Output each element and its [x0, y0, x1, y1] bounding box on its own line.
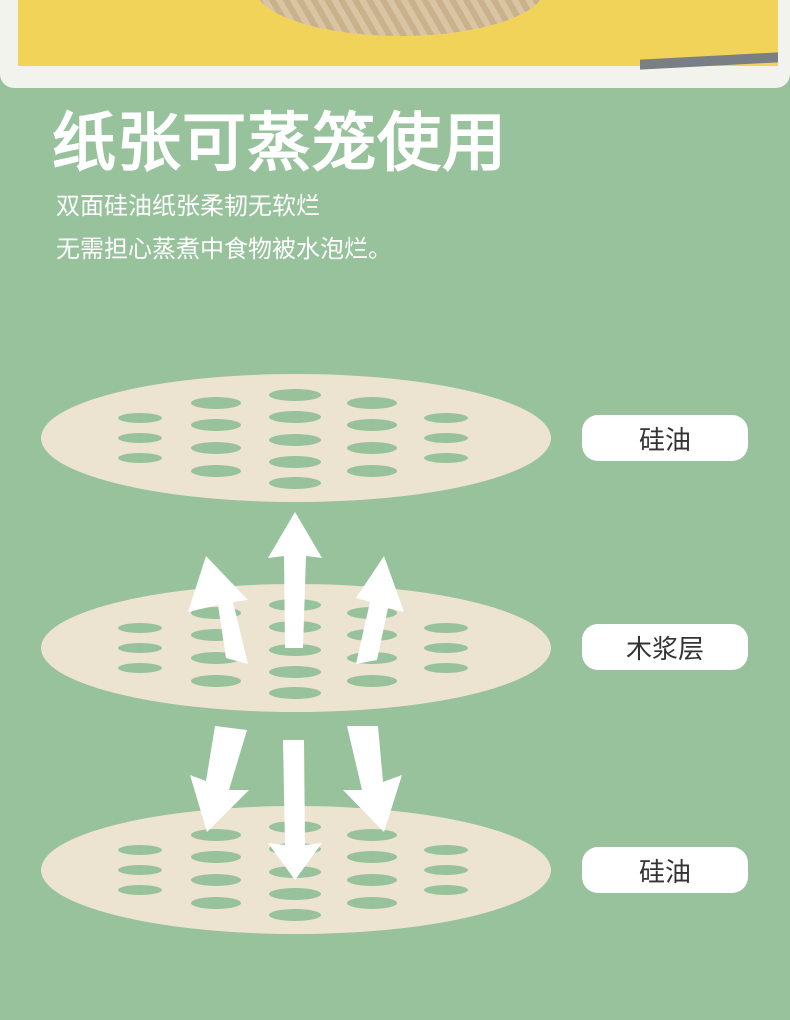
layer-label-silicone-top: 硅油	[582, 415, 748, 461]
disc-silicone-top	[41, 374, 551, 502]
layer-label-wood-pulp: 木浆层	[582, 624, 748, 670]
layer-label-silicone-bottom: 硅油	[582, 847, 748, 893]
